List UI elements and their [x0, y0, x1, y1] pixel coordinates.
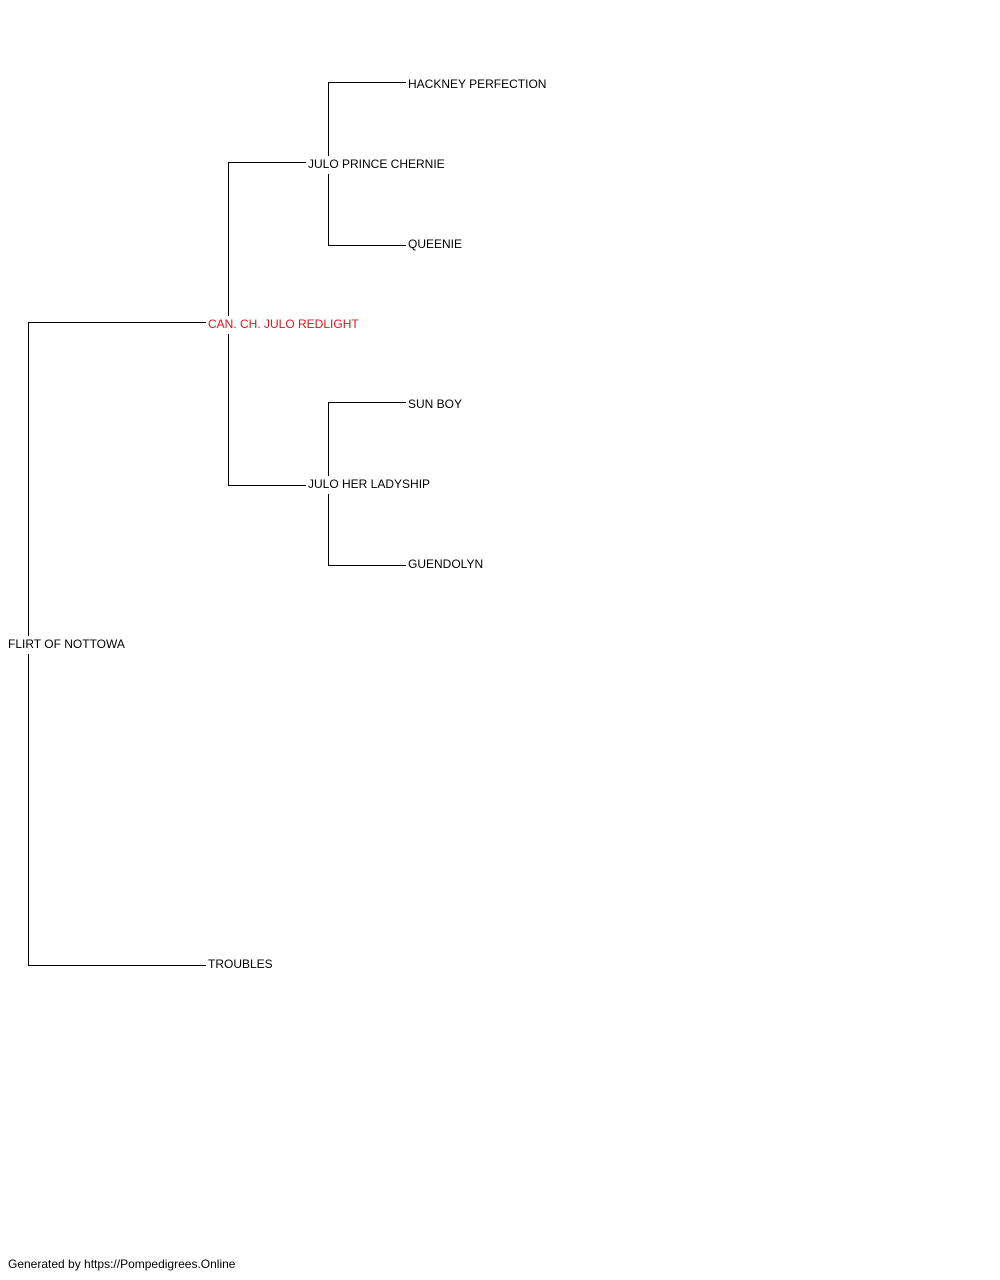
dam-name: TROUBLES	[208, 957, 273, 971]
sire-dam-sire-name: SUN BOY	[408, 397, 463, 411]
sire-sire-sire-name: HACKNEY PERFECTION	[408, 77, 547, 91]
sire-dam-name: JULO HER LADYSHIP	[308, 477, 431, 491]
sire-sire-name: JULO PRINCE CHERNIE	[308, 157, 445, 171]
sire-dam-dam-name: GUENDOLYN	[408, 557, 484, 571]
subject-name: FLIRT OF NOTTOWA	[8, 637, 125, 651]
footer-credit: Generated by https://Pompedigrees.Online	[8, 1257, 236, 1271]
sire-sire-dam-name: QUEENIE	[408, 237, 463, 251]
sire-name: CAN. CH. JULO REDLIGHT	[208, 317, 359, 331]
